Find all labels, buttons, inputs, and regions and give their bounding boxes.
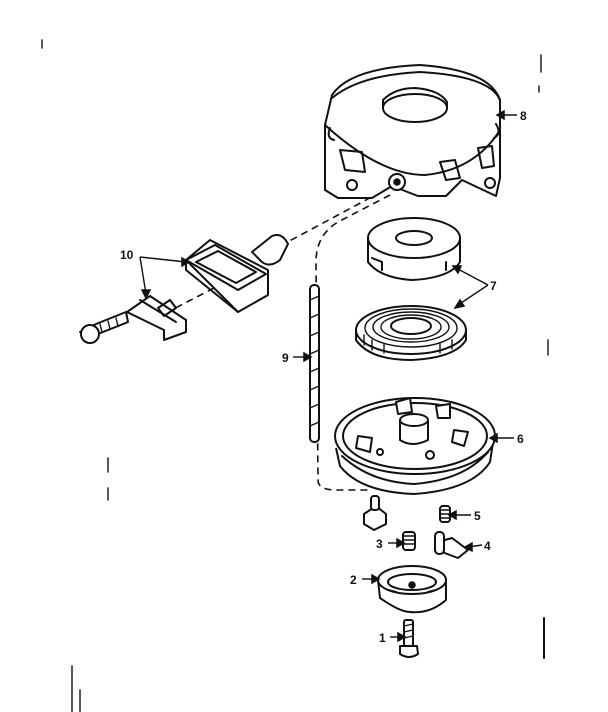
callout-5: 5 <box>474 509 481 523</box>
callout-6: 6 <box>517 432 524 446</box>
callout-4: 4 <box>484 539 491 553</box>
spring-retainer <box>367 217 461 281</box>
leader-lines <box>139 109 517 643</box>
callout-8: 8 <box>520 109 527 123</box>
brake-cup <box>377 565 447 614</box>
pawl <box>434 531 469 559</box>
starter-handle <box>185 234 289 313</box>
starter-housing <box>324 64 501 199</box>
callout-9: 9 <box>282 351 289 365</box>
center-bolt <box>399 619 419 658</box>
callout-labels: 8 10 7 9 6 5 4 3 2 1 <box>120 109 527 645</box>
callout-7: 7 <box>490 279 497 293</box>
brake-spring <box>439 505 451 523</box>
callout-10: 10 <box>120 248 134 262</box>
pawl-spring <box>402 531 416 551</box>
starter-rope <box>309 284 320 443</box>
recoil-spring <box>355 305 467 361</box>
handle-clip <box>79 295 187 344</box>
callout-3: 3 <box>376 537 383 551</box>
callout-1: 1 <box>379 631 386 645</box>
pulley-hub-bolt <box>363 495 387 531</box>
scan-marks <box>41 39 549 712</box>
callout-2: 2 <box>350 573 357 587</box>
rope-pulley <box>334 397 496 495</box>
